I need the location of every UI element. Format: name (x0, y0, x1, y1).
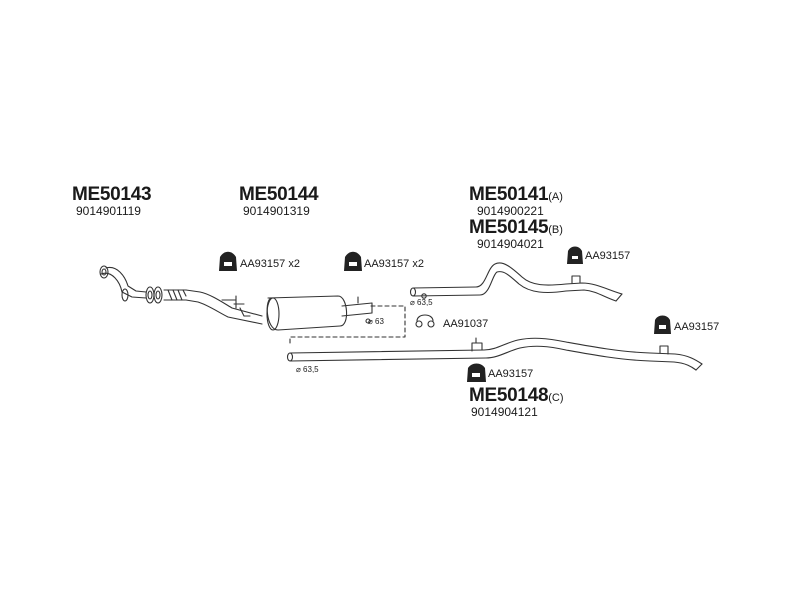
front-pipe (99, 265, 187, 304)
part-code: ME50141 (469, 184, 549, 205)
hanger-label: AA93157 x2 (364, 258, 424, 270)
part-label-me50144: ME50144 9014901319 (239, 184, 319, 218)
hanger-label: AA93157 (488, 368, 534, 380)
clamp-label: AA91037 (443, 318, 489, 330)
diameter-label: ⌀ 63,5 (296, 365, 319, 374)
hanger-icon (219, 251, 237, 271)
part-suffix: (B) (548, 224, 563, 236)
hanger-icon (567, 246, 583, 264)
hanger-icon (344, 251, 362, 271)
rear-pipe-upper (409, 262, 623, 302)
hangers (219, 246, 671, 382)
part-label-me50143: ME50143 9014901119 (72, 184, 152, 218)
hanger-icon (467, 363, 486, 382)
part-code: ME50148 (469, 385, 549, 406)
part-label-me50145: ME50145(B) 9014904021 (469, 217, 563, 251)
part-number: 9014904021 (477, 237, 544, 251)
clamp-icon (415, 314, 435, 328)
hanger-label: AA93157 (585, 250, 631, 262)
diameter-label: ⌀ 63,5 (410, 298, 433, 307)
middle-pipe (185, 289, 263, 325)
part-number: 9014900221 (477, 204, 544, 218)
part-code: ME50143 (72, 184, 152, 205)
diameter-label: ⌀ 63 (368, 317, 384, 326)
muffler (266, 293, 427, 331)
hanger-label: AA93157 (674, 321, 720, 333)
part-number: 9014901319 (243, 204, 310, 218)
part-label-me50141: ME50141(A) 9014900221 (469, 184, 563, 218)
part-suffix: (C) (548, 392, 564, 404)
rear-pipe-lower (286, 337, 703, 371)
hanger-label: AA93157 x2 (240, 258, 300, 270)
part-number: 9014904121 (471, 405, 538, 419)
hanger-icon (654, 315, 671, 334)
part-label-me50148: ME50148(C) 9014904121 (469, 385, 564, 419)
part-code: ME50144 (239, 184, 319, 205)
part-number: 9014901119 (76, 204, 141, 218)
part-suffix: (A) (548, 191, 563, 203)
connection-box (289, 305, 406, 344)
part-code: ME50145 (469, 217, 549, 238)
